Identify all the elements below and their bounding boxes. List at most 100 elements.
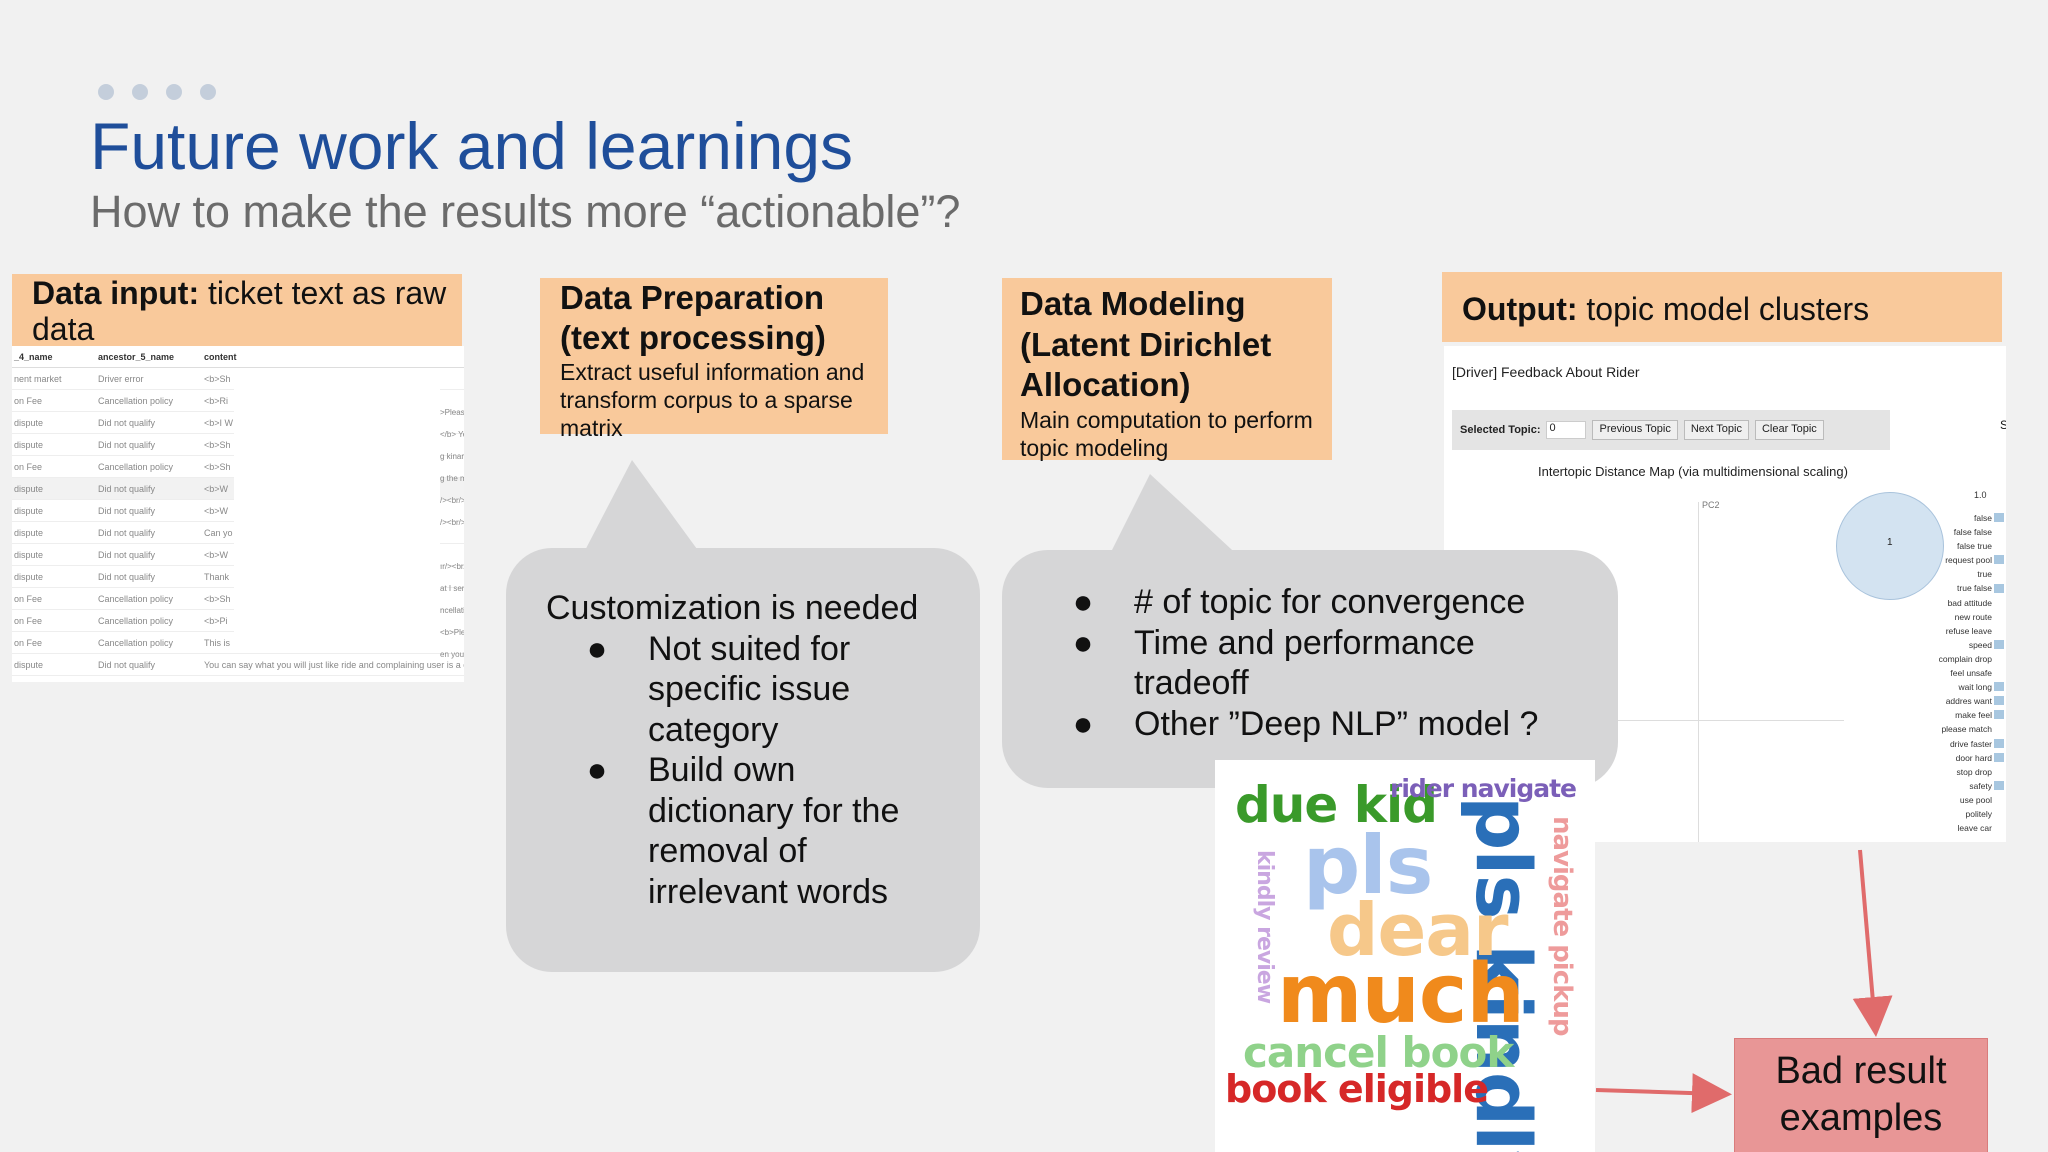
data-prep-title: Data Preparation [560, 279, 825, 316]
scale-label: 1.0 [1974, 490, 1987, 500]
selected-topic-input[interactable]: 0 [1546, 421, 1587, 439]
data-prep-desc: Extract useful information and [560, 359, 865, 385]
bad-result-text: Bad result [1775, 1050, 1947, 1092]
bullet: ● [1072, 623, 1094, 662]
table-row[interactable]: on Fee Cancellation policy This is [12, 632, 464, 654]
word: much [1277, 947, 1525, 1042]
bullet-text: removal of [648, 832, 807, 870]
word: kindly review [1252, 850, 1277, 1004]
table-cell: Did not qualify [98, 571, 156, 582]
term-label: bad attitude [1947, 597, 1992, 608]
topic-circle[interactable]: 1 [1836, 492, 1944, 600]
bullet-text: specific issue [648, 670, 851, 708]
table-cell: >Please [440, 408, 464, 417]
word: rider navigate [1390, 774, 1577, 803]
table-cell: on Fee [14, 593, 43, 604]
bad-result-box: Bad result examples [1734, 1038, 1988, 1152]
term-label: false false [1953, 527, 1992, 538]
word: due kid [1235, 776, 1438, 834]
term-label: addres want [1945, 696, 1992, 707]
table-cell: Cancellation policy [98, 395, 174, 406]
table-cell: dispute [14, 483, 44, 494]
bullet-text: dictionary for the [648, 791, 900, 830]
table-cell: Did not qualify [98, 483, 156, 494]
term-label: true false [1957, 583, 1992, 594]
term-bar [1994, 752, 2004, 762]
table-cell: on Fee [14, 637, 43, 648]
table-cell: <b>Sh [204, 439, 231, 450]
table-cell: ır/><br/> [440, 562, 464, 571]
customization-bubble [506, 548, 980, 972]
word-cloud: due kid rider navigate pls pls kindly na… [1215, 760, 1595, 1152]
column-header: _4_name [14, 351, 53, 362]
bullet-item: ● Not suited for specific issue category [546, 629, 918, 751]
data-input-desc: ticket text as raw [199, 275, 447, 311]
bullet-text: # of topic for convergence [1134, 583, 1526, 621]
topic-number: 1 [1887, 537, 1893, 548]
table-cell: g the ma [440, 474, 464, 483]
table-cell: Can yo [204, 527, 233, 538]
previous-topic-button[interactable]: Previous Topic [1592, 420, 1678, 440]
term-label: false [1974, 513, 1992, 523]
table-cell: /><br/> [440, 518, 464, 527]
term-label: speed [1968, 639, 1992, 650]
table-cell: Cancellation policy [98, 461, 174, 472]
output-header: Output: topic model clusters [1442, 272, 2002, 342]
table-cell: <b>Sh [204, 593, 231, 604]
table-cell: Cancellation policy [98, 615, 174, 626]
slide-dots [98, 84, 216, 100]
data-prep-desc-3: matrix [560, 415, 623, 442]
table-mask [234, 380, 440, 648]
clear-topic-button[interactable]: Clear Topic [1754, 420, 1824, 440]
data-modeling-title: Data Modeling [1020, 285, 1246, 322]
next-topic-button[interactable]: Next Topic [1683, 420, 1749, 440]
data-prep-title-2: (text processing) [560, 319, 826, 356]
word: book eligible [1225, 1067, 1489, 1111]
bullet: ● [1072, 704, 1094, 743]
output-desc: topic model clusters [1577, 291, 1870, 327]
table-cell: Did not qualify [98, 527, 156, 538]
bullet-text: Time and performance [1134, 623, 1475, 662]
dot [98, 84, 114, 100]
bullet: ● [586, 751, 608, 789]
table-cell: Did not qualify [98, 549, 156, 560]
table-cell: <b>Sh [204, 373, 231, 384]
term-label: complain drop [1938, 653, 1992, 664]
table-cell: dispute [14, 417, 44, 428]
data-modeling-title-3: Allocation) [1020, 366, 1191, 403]
data-prep-desc-2: transform corpus to a sparse [560, 387, 853, 414]
table-cell: Did not qualify [98, 505, 156, 516]
customization-text: Customization is needed ● Not suited for… [546, 588, 918, 912]
table-cell: <b>Ri [204, 395, 229, 406]
selected-topic-label: Selected Topic: [1460, 424, 1541, 436]
term-label: safety [1969, 780, 1992, 791]
column-header: content [204, 351, 237, 362]
pc2-axis-label: PC2 [1702, 500, 1720, 510]
dot [200, 84, 216, 100]
table-cell: <b>W [204, 483, 229, 494]
word: navigate pickup [1547, 816, 1577, 1036]
term-bar [1994, 710, 2004, 720]
bullet-text: Other ”Deep NLP” model ? [1134, 704, 1539, 743]
table-cell: This is [204, 637, 231, 648]
term-bar [1994, 696, 2004, 706]
table-cell: Cancellation policy [98, 637, 174, 648]
term-label: new route [1954, 611, 1992, 622]
word: cancel book [1243, 1028, 1514, 1077]
table-cell: </b> Ye [440, 430, 464, 439]
table-header: _4_name ancestor_5_name content [12, 346, 464, 368]
term-label: stop drop [1956, 766, 1992, 777]
table-cell: at I sent [440, 584, 464, 593]
table-cell: dispute [14, 659, 44, 670]
table-cell: <b>W [204, 549, 229, 560]
bad-result-text-2: examples [1779, 1097, 1943, 1139]
bullet: ● [586, 629, 608, 668]
term-label: politely [1965, 808, 1992, 819]
dot [132, 84, 148, 100]
raw-data-table: _4_name ancestor_5_name content nent mar… [12, 346, 464, 682]
term-label: refuse leave [1945, 625, 1992, 636]
term-label: please match [1941, 724, 1992, 735]
term-label: door hard [1955, 752, 1992, 763]
